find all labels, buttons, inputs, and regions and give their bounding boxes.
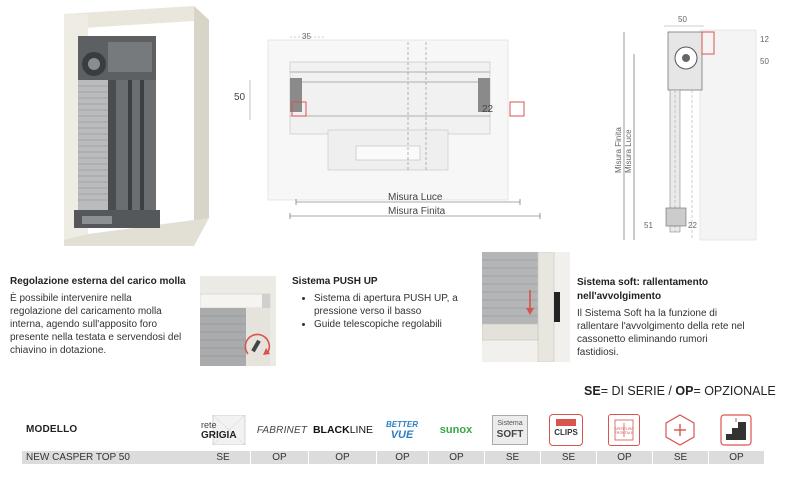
logo-sunox: sunox [430, 410, 482, 450]
apertura-text: APERTURA FRONTALE [614, 427, 634, 435]
logo-fabrinet: FABRINET [256, 410, 308, 450]
black-text: BLACK [312, 424, 350, 436]
legend-se-op: SE= DI SERIE / OP= OPZIONALE [584, 384, 776, 398]
feature-spring-line: chiavino in dotazione. [10, 345, 107, 356]
feature-spring-line: È possibile intervenire nella [10, 293, 132, 304]
product-render-3d [64, 6, 209, 246]
hexagon-plus-icon [665, 414, 695, 446]
cell-sistema-soft: SE [505, 452, 520, 463]
logo-sistema-soft: Sistema SOFT [490, 410, 530, 450]
cell-separator [596, 451, 597, 464]
feature-soft-line: Il Sistema Soft ha la funzione di [577, 308, 718, 319]
cell-separator [540, 451, 541, 464]
fabrinet-text: FABRINET [256, 424, 308, 436]
feature-pushup-title: Sistema PUSH UP [292, 276, 378, 287]
misura-luce-label: Misura Luce [388, 192, 443, 203]
legend-op-text: = OPZIONALE [693, 384, 776, 398]
sistema-text: Sistema [497, 420, 523, 427]
cell-apertura-frontale: OP [617, 452, 632, 463]
logo-adjustable-guides [660, 410, 700, 450]
cell-separator [250, 451, 251, 464]
misura-finita-label: Misura Finita [388, 206, 446, 217]
logo-stairs [716, 410, 756, 450]
vue-text: VUE [390, 429, 414, 441]
net-pattern-icon [212, 415, 246, 445]
sunox-text: sunox [439, 424, 473, 436]
soft-text: SOFT [496, 429, 524, 440]
dim-50-top: 50 [678, 15, 687, 24]
logo-clips: CLIPS [546, 410, 586, 450]
table-header-modello: MODELLO [26, 424, 78, 435]
list-item-continuation: pressione verso il basso [314, 306, 422, 317]
rete-small-text: rete [201, 420, 217, 430]
feature-soft-title-line: nell'avvolgimento [577, 291, 662, 302]
cell-better-vue: OP [395, 452, 410, 463]
cell-separator [428, 451, 429, 464]
cell-adjustable-guides: SE [673, 452, 688, 463]
dim-50-right: 50 [760, 57, 769, 66]
legend-op: OP [675, 384, 694, 398]
dim-50-left: 50 [234, 92, 246, 103]
section-drawing-vertical: 50 12 50 51 22 Misura Finita Misura Luce [614, 15, 769, 241]
feature-spring-title: Regolazione esterna del carico molla [10, 276, 186, 287]
cell-sunox: OP [449, 452, 464, 463]
dim-22-right: 22 [688, 221, 697, 230]
feature-spring-body: È possibile intervenire nella regolazion… [10, 292, 200, 357]
misura-finita-vertical: Misura Finita [614, 127, 623, 173]
frontal-opening-icon [614, 419, 634, 441]
feature-spring-line: regolazione del caricamento molla [10, 306, 162, 317]
cell-separator [376, 451, 377, 464]
cell-stairs: OP [729, 452, 744, 463]
cell-rete-grigia: SE [216, 452, 230, 463]
clips-text: CLIPS [554, 428, 578, 437]
legend-se: SE [584, 384, 601, 398]
stairs-icon [720, 414, 752, 446]
feature-soft-body: Il Sistema Soft ha la funzione di rallen… [577, 307, 777, 359]
dim-51: 51 [644, 221, 653, 230]
spring-adjust-photo [200, 276, 276, 366]
logo-rete-grigia: rete GRIGIA [196, 410, 250, 450]
line-text: LINE [349, 424, 374, 436]
cell-separator [308, 451, 309, 464]
cell-blackline: OP [335, 452, 350, 463]
feature-spring-line: interna, agendo sull'apposito foro [10, 319, 158, 330]
logo-better-vue: BETTER VUE [378, 410, 426, 450]
feature-soft-line: rallentare l'avvolgimento della rete nel [577, 321, 745, 332]
cell-separator [652, 451, 653, 464]
cell-fabrinet: OP [272, 452, 287, 463]
dim-35: 35 [302, 32, 311, 41]
feature-soft-title: Sistema soft: rallentamento nell'avvolgi… [577, 276, 708, 304]
feature-pushup-list: Sistema di apertura PUSH UP, a pressione… [292, 292, 504, 331]
feature-soft-line: cassonetto eliminando rumori [577, 334, 708, 345]
list-item: Guide telescopiche regolabili [314, 318, 504, 331]
better-text: BETTER [386, 420, 418, 429]
clips-bar-icon [556, 419, 576, 426]
misura-luce-vertical: Misura Luce [624, 129, 633, 173]
feature-soft-title-line: Sistema soft: rallentamento [577, 277, 709, 288]
feature-spring-line: presente nella testata e servendosi del [10, 332, 182, 343]
legend-se-text: = DI SERIE / [600, 384, 676, 398]
cell-separator [484, 451, 485, 464]
dim-12: 12 [760, 35, 769, 44]
cell-separator [708, 451, 709, 464]
soft-system-photo [482, 252, 570, 362]
dim-22-center: 22 [482, 104, 494, 115]
feature-soft-line: fastidiosi. [577, 347, 619, 358]
list-item: Sistema di apertura PUSH UP, a [314, 292, 504, 305]
section-drawing-horizontal: 35 50 22 Misura Luce Misura Finita [234, 32, 541, 219]
cell-clips: SE [561, 452, 576, 463]
rete-big-text: GRIGIA [201, 430, 237, 441]
table-row [22, 451, 764, 464]
row-model-name: NEW CASPER TOP 50 [26, 452, 130, 463]
logo-apertura-frontale: APERTURA FRONTALE [604, 410, 644, 450]
